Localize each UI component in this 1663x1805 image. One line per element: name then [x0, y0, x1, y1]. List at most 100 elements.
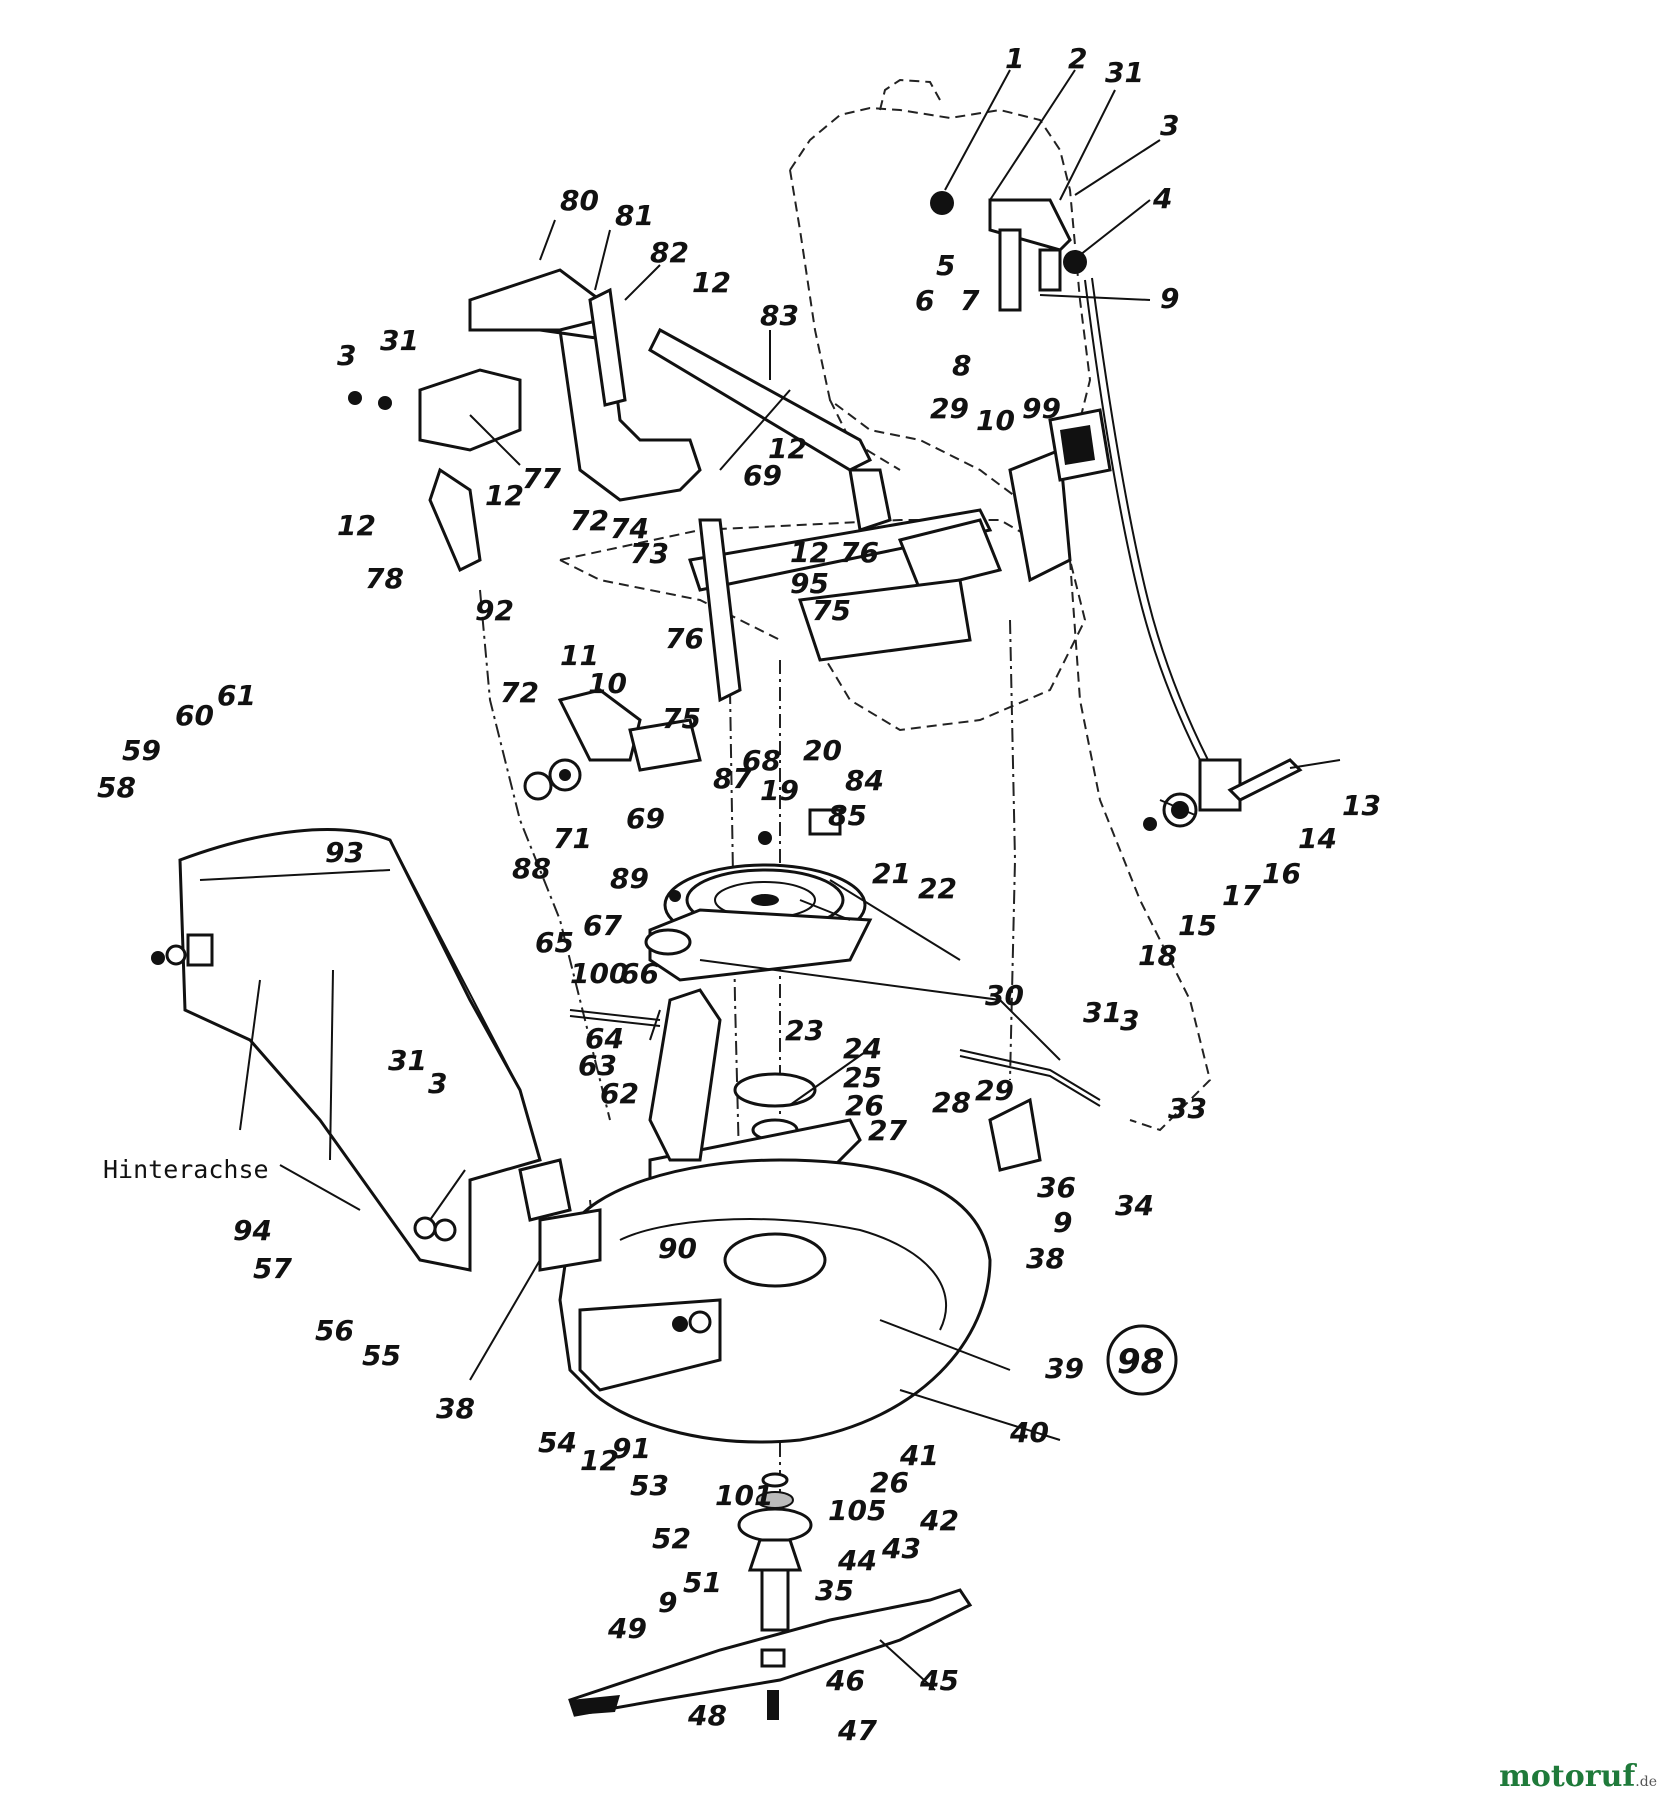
part-number: 80	[560, 184, 599, 217]
group-badge: 98	[1117, 1342, 1164, 1382]
part-number: 85	[828, 799, 867, 832]
part-number: 9	[1160, 282, 1179, 315]
part-number: 21	[872, 857, 911, 890]
part-number: 75	[812, 594, 851, 627]
mower-deck	[538, 1158, 992, 1444]
part-number: 94	[233, 1214, 272, 1247]
part-number: 83	[760, 299, 799, 332]
part-number: 28	[932, 1086, 971, 1119]
part-number: 19	[760, 774, 799, 807]
part-number: 39	[1045, 1352, 1084, 1385]
part-number: 56	[315, 1314, 354, 1347]
watermark-suffix: .de	[1635, 1774, 1657, 1790]
part-number: 82	[650, 236, 689, 269]
watermark-logo: motoruf.de	[1499, 1759, 1657, 1794]
part-number: 10	[588, 667, 627, 700]
part-number: 2	[1068, 42, 1087, 75]
part-number: 7	[960, 284, 980, 317]
part-number: 105	[828, 1494, 886, 1527]
part-number: 63	[578, 1049, 617, 1082]
part-number: 81	[615, 199, 654, 232]
part-number: 18	[1138, 939, 1177, 972]
part-number-labels: 1 2 31 3 4 5 6 7 9 8 80 81 82 12 83 3 31…	[97, 42, 1381, 1747]
part-number: 88	[512, 852, 551, 885]
part-number: 51	[683, 1566, 722, 1599]
part-number: 12	[337, 509, 376, 542]
part-number: 26	[845, 1089, 884, 1122]
part-number: 10	[976, 404, 1015, 437]
part-number: 1	[1005, 42, 1024, 75]
part-number: 52	[652, 1522, 691, 1555]
part-number: 77	[522, 462, 561, 495]
part-number: 69	[626, 802, 665, 835]
part-number: 5	[936, 249, 955, 282]
part-number: 61	[217, 679, 256, 712]
part-number: 76	[840, 536, 879, 569]
part-number: 46	[825, 1664, 865, 1697]
part-number: 8	[952, 349, 971, 382]
part-number: 4	[1152, 182, 1172, 215]
part-number: 31	[1105, 56, 1144, 89]
part-number: 48	[687, 1699, 727, 1732]
part-number: 6	[915, 284, 934, 317]
part-number: 47	[837, 1714, 877, 1747]
part-number: 9	[1053, 1206, 1072, 1239]
part-number: 73	[630, 537, 669, 570]
part-number: 33	[1168, 1092, 1207, 1125]
part-number: 25	[843, 1061, 882, 1094]
part-number: 38	[436, 1392, 475, 1425]
part-number: 49	[607, 1612, 647, 1645]
part-number: 31	[388, 1044, 427, 1077]
part-number: 59	[122, 734, 161, 767]
part-number: 9	[658, 1586, 677, 1619]
part-number: 78	[365, 562, 404, 595]
part-number: 58	[97, 771, 136, 804]
part-number: 12	[692, 266, 731, 299]
part-number: 29	[930, 392, 969, 425]
part-number: 23	[785, 1014, 824, 1047]
part-number: 89	[610, 862, 649, 895]
part-number: 3	[1120, 1004, 1139, 1037]
leader-lines	[239, 69, 1341, 1691]
part-number: 100	[570, 957, 628, 990]
part-number: 71	[553, 822, 592, 855]
watermark-brand: motoruf	[1499, 1759, 1636, 1794]
part-number: 13	[1342, 789, 1381, 822]
part-number: 91	[612, 1432, 651, 1465]
part-number: 55	[362, 1339, 401, 1372]
part-number: 34	[1115, 1189, 1154, 1222]
part-number: 38	[1026, 1242, 1065, 1275]
part-number: 43	[881, 1532, 921, 1565]
blade-spindle	[568, 1472, 973, 1720]
part-number: 3	[1160, 109, 1179, 142]
part-number: 57	[253, 1252, 292, 1285]
part-number: 65	[535, 926, 574, 959]
part-number: 12	[768, 432, 807, 465]
part-number: 95	[790, 567, 829, 600]
part-number: 17	[1222, 879, 1261, 912]
part-number: 64	[585, 1022, 624, 1055]
part-number: 3	[428, 1067, 447, 1100]
axle-label: Hinterachse	[103, 1155, 269, 1184]
part-number: 12	[580, 1444, 619, 1477]
part-number: 53	[630, 1469, 669, 1502]
part-number: 24	[843, 1032, 882, 1065]
part-number: 62	[600, 1077, 639, 1110]
part-number: 54	[538, 1426, 577, 1459]
part-number: 15	[1178, 909, 1217, 942]
part-number: 67	[583, 909, 622, 942]
part-number: 31	[380, 324, 419, 357]
part-number: 68	[742, 744, 781, 777]
part-number: 87	[713, 762, 752, 795]
part-number: 93	[325, 836, 364, 869]
part-number: 12	[485, 479, 524, 512]
part-number: 72	[570, 504, 609, 537]
part-number: 40	[1009, 1416, 1049, 1449]
part-number: 11	[560, 639, 599, 672]
part-number: 75	[662, 702, 701, 735]
part-number: 69	[743, 459, 782, 492]
part-number: 76	[665, 622, 704, 655]
belt-cover	[178, 828, 542, 1272]
part-number: 45	[919, 1664, 959, 1697]
